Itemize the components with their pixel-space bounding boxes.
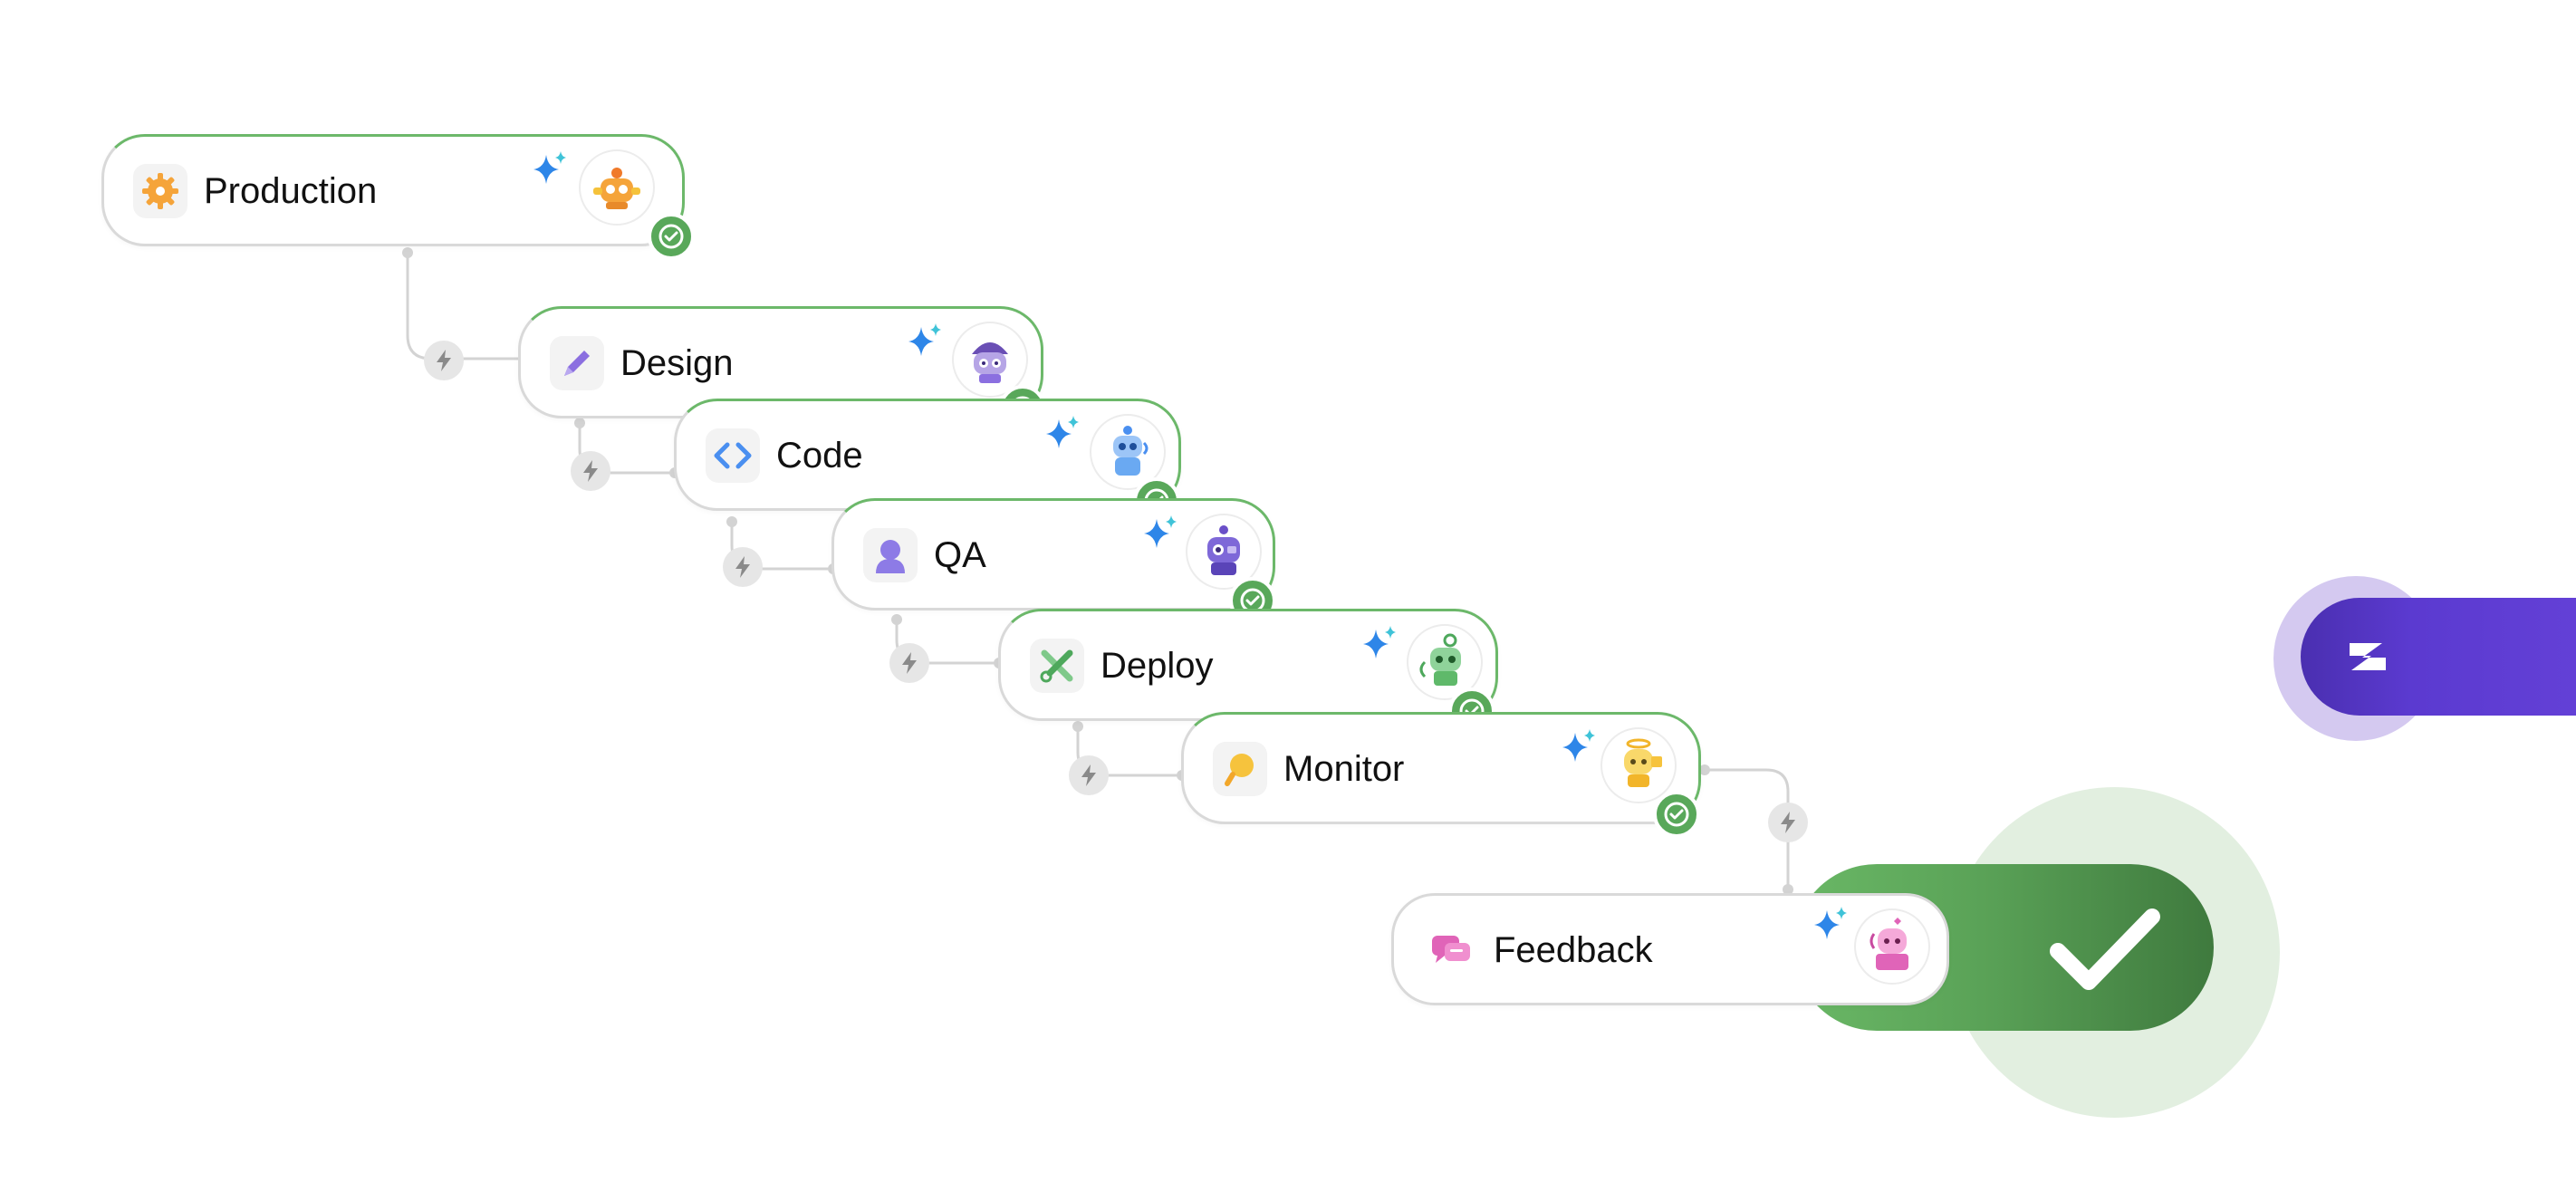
ai-sparkle-icon	[1363, 626, 1396, 658]
bolt-icon	[437, 350, 451, 371]
trigger-bolt-node[interactable]	[1069, 755, 1109, 795]
orange-robot-avatar	[579, 149, 655, 226]
stage-card-qa[interactable]: QA	[831, 498, 1276, 624]
bolt-icon	[583, 460, 598, 482]
trigger-bolt-node[interactable]	[889, 643, 929, 683]
ai-sparkle-icon	[908, 323, 941, 356]
trigger-bolt-node[interactable]	[723, 547, 763, 587]
trigger-bolt-node[interactable]	[424, 341, 464, 380]
violet-robot-avatar	[1186, 514, 1262, 590]
check-circle-icon	[1653, 791, 1700, 838]
stage-label: Monitor	[1283, 749, 1405, 789]
code-brackets-icon	[706, 428, 760, 483]
wrench-icon	[1030, 639, 1084, 693]
pink-robot-avatar	[1854, 908, 1930, 985]
person-silhouette-icon	[863, 528, 918, 582]
ai-sparkle-icon	[1144, 515, 1177, 548]
trigger-bolt-node[interactable]	[571, 451, 610, 491]
stage-card-deploy[interactable]: Deploy	[998, 609, 1498, 735]
stage-label: Feedback	[1494, 930, 1653, 970]
stage-label: QA	[934, 535, 986, 575]
ai-sparkle-icon	[1562, 729, 1595, 762]
gear-icon	[133, 164, 187, 218]
brand-logo-icon	[2350, 643, 2386, 670]
stage-label: Design	[620, 343, 734, 383]
stage-card-production[interactable]: Production	[101, 134, 695, 260]
stage-card-monitor[interactable]: Monitor	[1181, 712, 1701, 838]
ai-sparkle-icon	[1046, 416, 1079, 448]
check-circle-icon	[648, 213, 695, 260]
lightbulb-icon	[1213, 742, 1267, 796]
stage-label: Deploy	[1101, 646, 1214, 686]
ai-sparkle-icon	[1814, 907, 1847, 939]
bolt-icon	[902, 652, 917, 674]
bolt-icon	[1781, 812, 1795, 833]
trigger-bolt-node[interactable]	[1768, 803, 1808, 842]
bolt-icon	[735, 556, 750, 578]
stage-label: Production	[204, 171, 378, 211]
checkmark-icon	[2050, 908, 2160, 990]
stage-label: Code	[776, 436, 863, 476]
yellow-robot-avatar	[1600, 727, 1677, 803]
pencil-icon	[550, 336, 604, 390]
stage-card-feedback[interactable]: Feedback	[1391, 893, 1949, 1005]
ai-sparkle-icon	[533, 151, 566, 184]
chat-bubbles-icon	[1423, 923, 1477, 977]
bolt-icon	[1081, 764, 1096, 786]
brand-tab[interactable]	[2301, 598, 2576, 716]
stage-card-code[interactable]: Code	[674, 399, 1181, 524]
